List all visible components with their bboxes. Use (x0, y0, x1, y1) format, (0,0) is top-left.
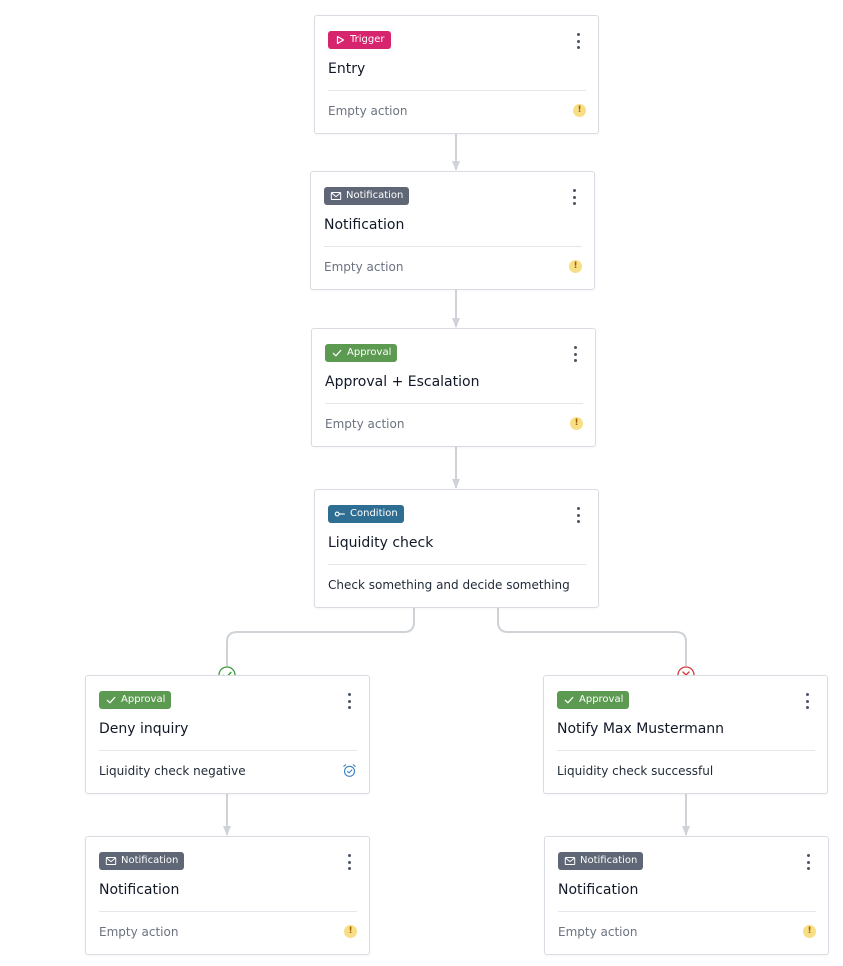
node-footer: Empty action (324, 260, 404, 274)
node-notification-right[interactable]: Notification Notification Empty action ! (544, 836, 829, 955)
more-vertical-icon[interactable] (568, 189, 580, 205)
node-title: Notification (99, 882, 180, 898)
node-deny-inquiry[interactable]: Approval Deny inquiry Liquidity check ne… (85, 675, 370, 794)
more-vertical-icon[interactable] (343, 854, 355, 870)
trigger-badge: Trigger (328, 31, 391, 49)
more-vertical-icon[interactable] (801, 693, 813, 709)
check-icon (564, 696, 574, 704)
badge-label: Notification (346, 190, 404, 201)
more-vertical-icon[interactable] (572, 507, 584, 523)
alarm-clock-icon (343, 764, 356, 777)
warning-icon: ! (569, 260, 582, 273)
warning-icon: ! (570, 417, 583, 430)
divider (558, 911, 816, 912)
node-title: Deny inquiry (99, 721, 189, 737)
more-vertical-icon[interactable] (572, 33, 584, 49)
node-entry[interactable]: Trigger Entry Empty action ! (314, 15, 599, 134)
notification-badge: Notification (324, 187, 410, 205)
notification-badge: Notification (558, 852, 644, 870)
check-icon (332, 349, 342, 357)
connector-condition-to-notify-max (497, 608, 687, 666)
node-notification[interactable]: Notification Notification Empty action ! (310, 171, 595, 290)
divider (325, 403, 583, 404)
node-title: Notification (558, 882, 639, 898)
divider (328, 564, 586, 565)
node-footer: Liquidity check negative (99, 764, 246, 778)
play-icon (336, 35, 345, 45)
node-footer: Empty action (325, 417, 405, 431)
connector-condition-to-deny (226, 608, 415, 666)
mail-icon (564, 857, 576, 865)
condition-key-icon (334, 511, 345, 517)
node-footer: Liquidity check successful (557, 764, 714, 778)
approval-badge: Approval (99, 691, 172, 709)
node-title: Liquidity check (328, 535, 434, 551)
node-footer: Empty action (328, 104, 408, 118)
warning-icon: ! (344, 925, 357, 938)
mail-icon (105, 857, 117, 865)
check-icon (106, 696, 116, 704)
warning-icon: ! (573, 104, 586, 117)
node-title: Notify Max Mustermann (557, 721, 725, 737)
badge-label: Trigger (350, 34, 385, 45)
divider (557, 750, 815, 751)
more-vertical-icon[interactable] (569, 346, 581, 362)
divider (99, 911, 357, 912)
node-notify-max-mustermann[interactable]: Approval Notify Max Mustermann Liquidity… (543, 675, 828, 794)
divider (324, 246, 582, 247)
badge-label: Condition (350, 508, 398, 519)
node-footer: Empty action (558, 925, 638, 939)
badge-label: Approval (579, 694, 624, 705)
node-title: Approval + Escalation (325, 374, 480, 390)
more-vertical-icon[interactable] (802, 854, 814, 870)
notification-badge: Notification (99, 852, 185, 870)
node-footer: Check something and decide something (328, 578, 570, 592)
node-title: Notification (324, 217, 405, 233)
more-vertical-icon[interactable] (343, 693, 355, 709)
divider (99, 750, 357, 751)
condition-badge: Condition (328, 505, 404, 523)
badge-label: Notification (121, 855, 179, 866)
node-approval-escalation[interactable]: Approval Approval + Escalation Empty act… (311, 328, 596, 447)
badge-label: Notification (580, 855, 638, 866)
warning-icon: ! (803, 925, 816, 938)
approval-badge: Approval (557, 691, 630, 709)
node-notification-left[interactable]: Notification Notification Empty action ! (85, 836, 370, 955)
mail-icon (330, 192, 342, 200)
approval-badge: Approval (325, 344, 398, 362)
node-title: Entry (328, 61, 366, 77)
divider (328, 90, 586, 91)
badge-label: Approval (347, 347, 392, 358)
node-liquidity-check[interactable]: Condition Liquidity check Check somethin… (314, 489, 599, 608)
badge-label: Approval (121, 694, 166, 705)
node-footer: Empty action (99, 925, 179, 939)
